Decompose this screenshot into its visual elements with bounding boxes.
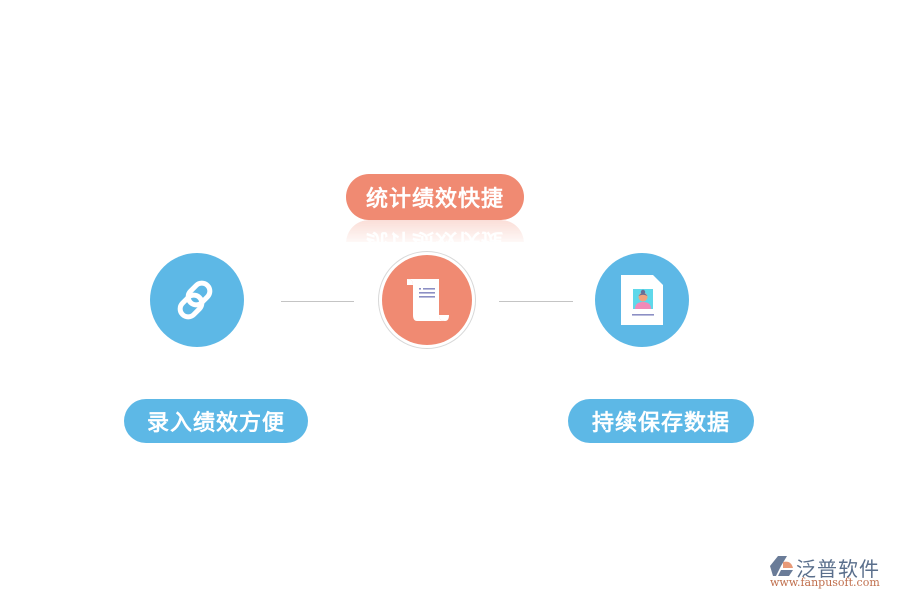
connector-line-left	[281, 301, 354, 302]
left-feature-label: 录入绩效方便	[124, 399, 308, 443]
brand-logo-icon	[770, 556, 793, 576]
scroll-document-icon	[407, 279, 449, 321]
top-feature-label: 统计绩效快捷	[346, 174, 524, 220]
right-feature-label: 持续保存数据	[568, 399, 754, 443]
center-feature-circle	[382, 255, 472, 345]
chain-link-icon	[177, 280, 213, 320]
profile-document-icon	[621, 275, 663, 325]
brand-logo: 泛普软件 www.fanpusoft.com	[770, 553, 895, 593]
brand-url: www.fanpusoft.com	[770, 576, 880, 589]
connector-line-right	[499, 301, 573, 302]
top-label-reflection: 统计绩效快捷	[346, 220, 524, 242]
left-feature-circle	[150, 253, 244, 347]
brand-name: 泛普软件	[796, 557, 880, 581]
right-feature-circle	[595, 253, 689, 347]
